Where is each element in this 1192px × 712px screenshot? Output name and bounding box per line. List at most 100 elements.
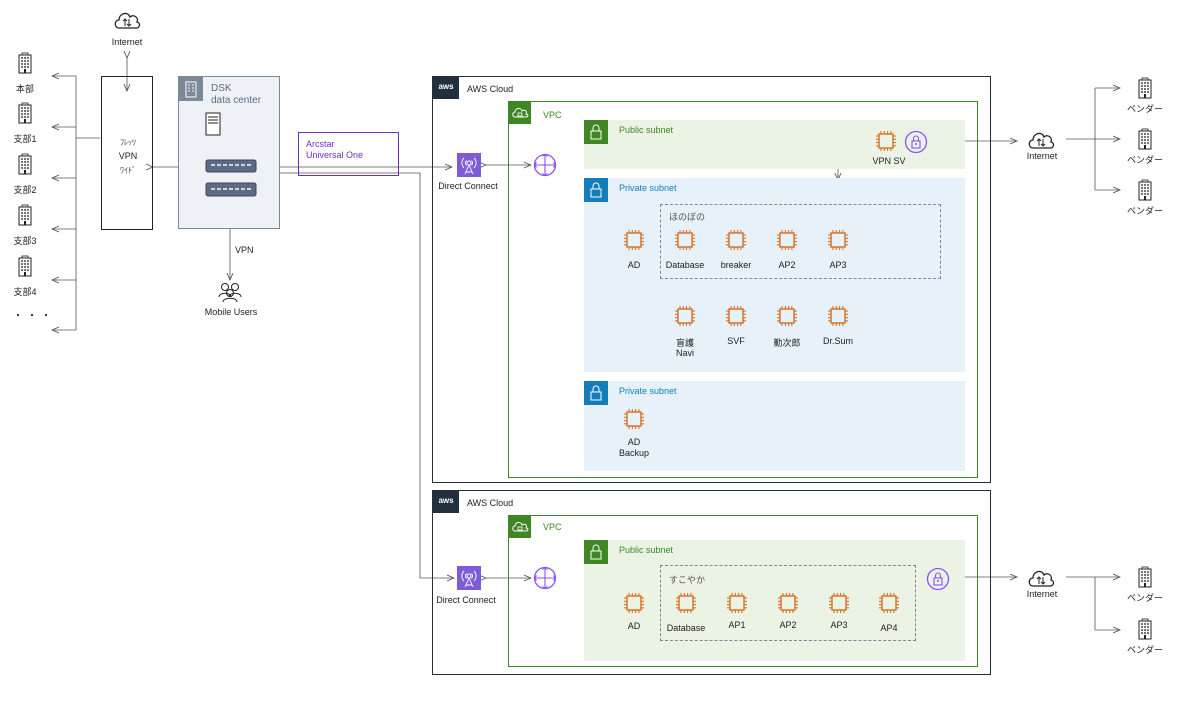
vendor-label: ベンダー <box>1126 645 1164 655</box>
site-label: 支部4 <box>13 287 37 297</box>
aws-cloud-2: aws AWS Cloud <box>432 490 991 675</box>
private-subnet-2: Private subnet <box>584 381 965 471</box>
internet-label-left: Internet <box>111 37 143 47</box>
ec2-instance-label: AP4 <box>880 623 898 633</box>
subnet-lock-icon <box>584 381 608 405</box>
private-subnet-1: Private subnet <box>584 178 965 372</box>
subnet-lock-icon <box>584 540 608 564</box>
site-ellipsis: ・・・ <box>13 311 55 322</box>
ec2-instance-label-2: Navi <box>675 348 695 358</box>
mobile-users-icon <box>218 283 242 303</box>
ad-backup-ec2-icon <box>624 409 644 429</box>
private-subnet-2-label: Private subnet <box>619 386 677 396</box>
ec2-instance-icon <box>675 230 695 250</box>
arcstar-line1: Arcstar <box>306 139 335 149</box>
internet-cloud-icon <box>1028 132 1055 149</box>
vpn-sv-label: VPN SV <box>872 156 906 166</box>
vendor-label: ベンダー <box>1126 104 1164 114</box>
flets-line2: VPN <box>118 151 138 161</box>
ec2-instance-label: AP2 <box>778 260 796 270</box>
ec2-instance-icon <box>829 593 849 613</box>
subnet-lock-icon <box>584 178 608 202</box>
ec2-instance-icon <box>676 593 696 613</box>
ec2-instance-label: AP1 <box>728 620 746 630</box>
server-icon <box>205 112 221 136</box>
building-icon <box>17 204 33 228</box>
ad-backup-label-1: AD <box>627 437 641 447</box>
building-icon <box>17 153 33 177</box>
ec2-instance-label: SVF <box>727 336 745 346</box>
ec2-instance-label: Database <box>666 623 706 633</box>
honobono-group: ほのぼの <box>660 204 941 279</box>
arcstar-box: Arcstar Universal One <box>298 132 399 176</box>
ec2-instance-label: AP2 <box>779 620 797 630</box>
arcstar-line2: Universal One <box>306 150 364 160</box>
ec2-instance-icon <box>828 230 848 250</box>
building-icon <box>1137 77 1153 101</box>
ad-ec2-icon <box>624 230 644 250</box>
mobile-users-label: Mobile Users <box>204 307 258 317</box>
vpn-label: VPN <box>235 245 254 255</box>
dsk-title-2: data center <box>211 95 262 106</box>
ec2-instance-icon <box>879 593 899 613</box>
public-subnet-1: Public subnet <box>584 120 965 169</box>
flets-line1: ﾌﾚｯﾂ <box>120 138 136 147</box>
ec2-instance-icon <box>726 230 746 250</box>
site-label: 支部1 <box>13 134 37 144</box>
building-icon <box>17 52 33 76</box>
ec2-instance-icon <box>777 230 797 250</box>
public-subnet-1-label: Public subnet <box>619 125 674 135</box>
public-subnet-2-label: Public subnet <box>619 545 674 555</box>
ec2-instance-label: AP3 <box>829 260 847 270</box>
direct-connect-1-icon <box>457 153 481 179</box>
flets-line3: ﾜｲﾄﾞ <box>120 166 136 175</box>
vpc-router-1-icon <box>533 153 557 179</box>
site-label: 本部 <box>15 84 35 94</box>
ec2-instance-label: 盲護 <box>675 338 695 348</box>
ec2-instance-icon <box>778 593 798 613</box>
vpc-1-label: VPC <box>543 110 562 120</box>
private-subnet-1-label: Private subnet <box>619 183 677 193</box>
vpn-gateway-lock-icon <box>926 567 950 593</box>
ec2-instance-label: 勤次郎 <box>773 338 801 348</box>
sukoyaka-group: すこやか <box>660 565 916 641</box>
ec2-instance-icon <box>727 593 747 613</box>
aws-logo-icon: aws <box>433 491 459 513</box>
ec2-instance-icon <box>675 306 695 326</box>
ec2-instance-icon <box>726 306 746 326</box>
ec2-instance-label: Dr.Sum <box>822 336 854 346</box>
site-label: 支部3 <box>13 236 37 246</box>
vpc-cloud-icon <box>509 516 531 538</box>
internet-label-right-bottom: Internet <box>1026 589 1058 599</box>
ec2-instance-icon <box>828 306 848 326</box>
building-icon <box>1137 179 1153 203</box>
flets-vpn-wide-box: ﾌﾚｯﾂ VPN ﾜｲﾄﾞ <box>101 76 153 230</box>
ad-label-2: AD <box>627 621 641 631</box>
vpc-router-2-icon <box>533 566 557 592</box>
internet-label-right-top: Internet <box>1026 151 1058 161</box>
honobono-label: ほのぼの <box>669 212 706 222</box>
ad-label: AD <box>627 260 641 270</box>
vendor-label: ベンダー <box>1126 593 1164 603</box>
internet-cloud-icon <box>114 12 141 29</box>
building-icon <box>1137 618 1153 642</box>
vpc-1: VPC <box>508 101 978 478</box>
vpn-sv-ec2-icon <box>876 131 896 151</box>
building-icon <box>1137 128 1153 152</box>
vpc-2-label: VPC <box>543 522 562 532</box>
direct-connect-2-icon <box>457 566 481 592</box>
ad-backup-label-2: Backup <box>618 448 650 458</box>
building-icon <box>1137 566 1153 590</box>
dsk-title-1: DSK <box>211 83 232 94</box>
ec2-instance-label: AP3 <box>830 620 848 630</box>
vendor-label: ベンダー <box>1126 206 1164 216</box>
ec2-instance-label: Database <box>665 260 705 270</box>
aws-cloud-1-label: AWS Cloud <box>467 84 514 94</box>
vpc-2: VPC <box>508 515 978 667</box>
ec2-instance-label: breaker <box>720 260 752 270</box>
router-dx2-link <box>255 173 454 578</box>
aws-logo-icon: aws <box>433 77 459 99</box>
building-icon <box>17 102 33 126</box>
site-label: 支部2 <box>13 185 37 195</box>
sukoyaka-label: すこやか <box>669 575 706 585</box>
